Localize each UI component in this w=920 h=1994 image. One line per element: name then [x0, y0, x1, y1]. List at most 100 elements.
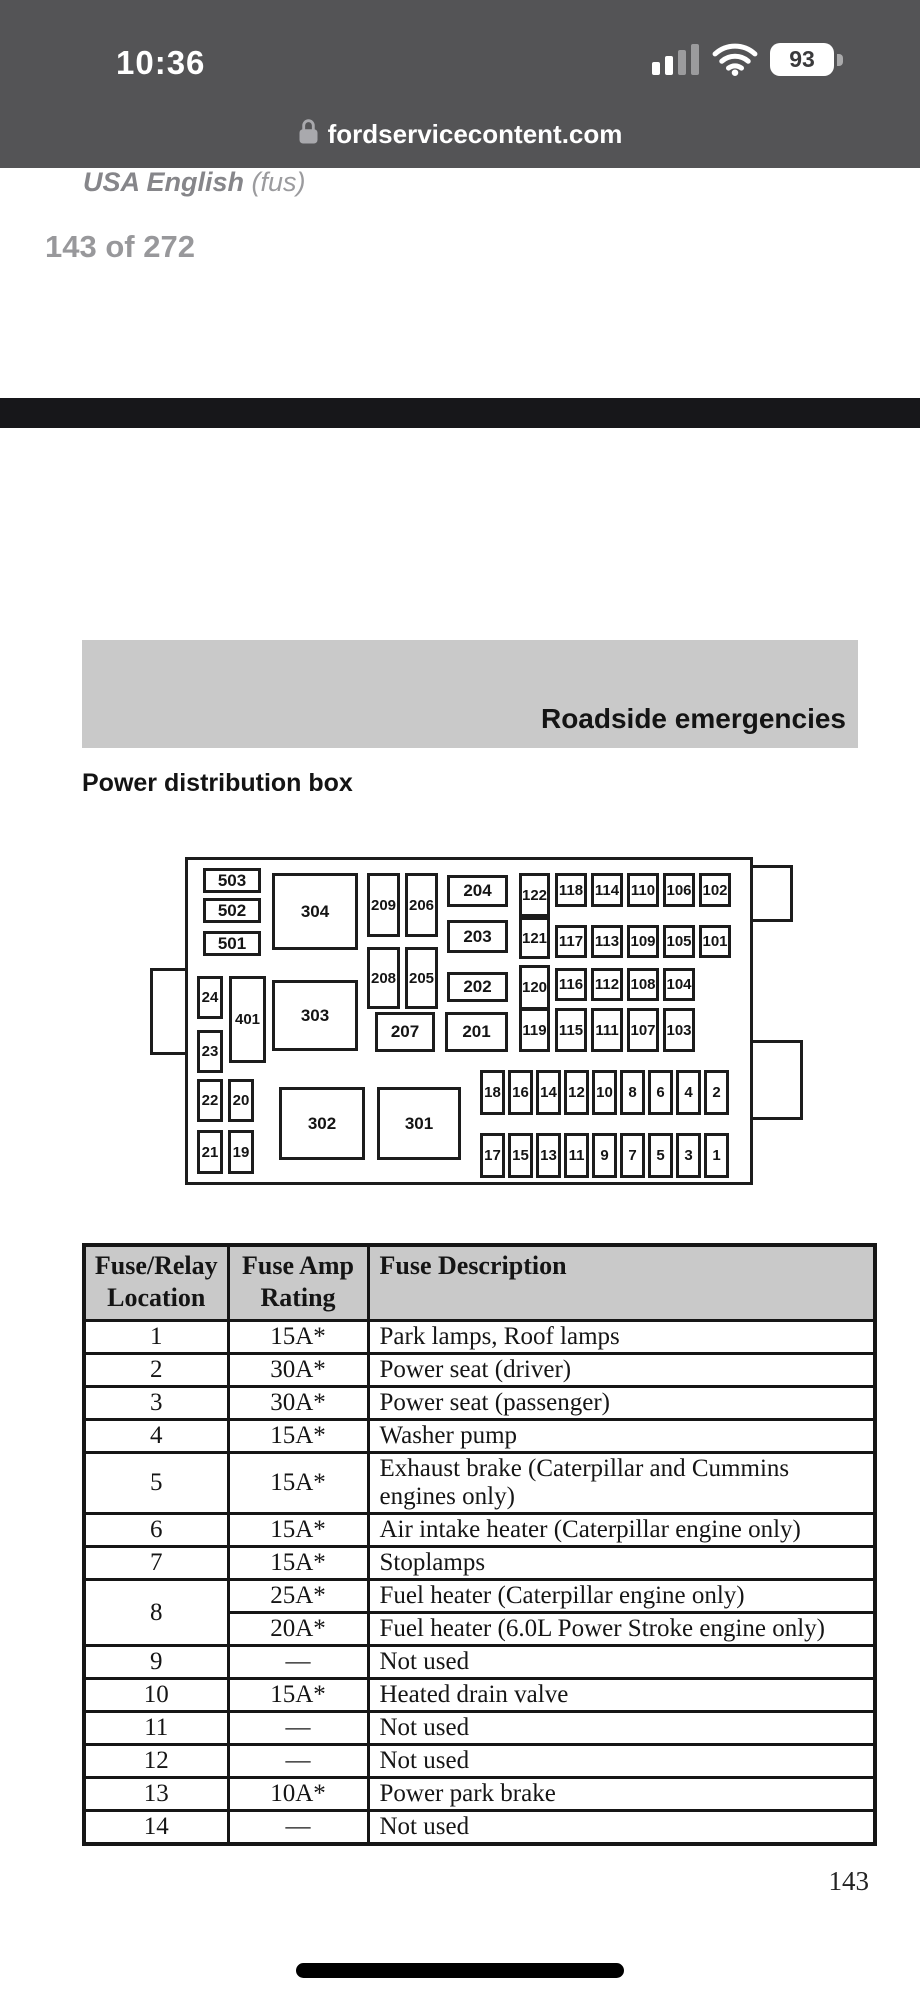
fuse-box-106: 106 [663, 873, 695, 907]
url-domain: fordservicecontent.com [327, 118, 623, 149]
fuse-box-205: 205 [405, 947, 438, 1009]
fuse-diagram-tab-right-top [750, 865, 793, 922]
cell-rating: 30A* [226, 1352, 370, 1389]
fuse-box-8: 8 [620, 1070, 645, 1115]
cell-location: 10 [82, 1677, 230, 1714]
cell-location: 2 [82, 1352, 230, 1389]
fuse-box-104: 104 [663, 968, 695, 1001]
fuse-box-6: 6 [648, 1070, 673, 1115]
cell-description: Power park brake [366, 1776, 877, 1813]
cell-rating: 25A* [226, 1578, 370, 1615]
cell-location: 13 [82, 1776, 230, 1813]
status-time: 10:36 [116, 44, 206, 81]
cell-location: 7 [82, 1545, 230, 1582]
fuse-diagram-tab-right-middle [750, 1040, 803, 1120]
cell-description: Not used [366, 1743, 877, 1780]
cell-rating: 15A* [226, 1677, 370, 1714]
url-bar[interactable]: fordservicecontent.com [0, 114, 920, 154]
page-separator-bar [0, 398, 920, 428]
fuse-box-15: 15 [508, 1133, 533, 1178]
fuse-box-304: 304 [272, 873, 358, 950]
lock-icon [298, 118, 319, 150]
language-label: USA English (fus) [83, 167, 306, 197]
table-row: 9—Not used [82, 1644, 877, 1681]
fuse-box-107: 107 [627, 1008, 659, 1052]
fuse-box-119: 119 [519, 1008, 550, 1052]
fuse-box-101: 101 [699, 925, 731, 958]
fuse-box-202: 202 [447, 972, 508, 1002]
fuse-box-102: 102 [699, 873, 731, 907]
fuse-box-12: 12 [564, 1070, 589, 1115]
fuse-box-208: 208 [367, 947, 400, 1009]
cell-rating: — [226, 1809, 370, 1846]
battery-percent: 93 [789, 46, 815, 72]
fuse-box-14: 14 [536, 1070, 561, 1115]
fuse-box-502: 502 [203, 898, 261, 923]
table-row: 12—Not used [82, 1743, 877, 1780]
cell-rating: 15A* [226, 1451, 370, 1516]
document-page-number: 143 [828, 1866, 870, 1896]
cell-rating: — [226, 1644, 370, 1681]
fuse-box-117: 117 [555, 925, 587, 958]
battery-cap [837, 54, 843, 66]
fuse-box-13: 13 [536, 1133, 561, 1178]
cell-description: Washer pump [366, 1418, 877, 1455]
fuse-box-11: 11 [564, 1133, 589, 1178]
cell-location: 14 [82, 1809, 230, 1846]
fuse-box-23: 23 [197, 1030, 223, 1073]
fuse-box-113: 113 [591, 925, 623, 958]
fuse-box-207: 207 [375, 1012, 435, 1052]
cell-rating: 15A* [226, 1319, 370, 1356]
cell-description: Not used [366, 1644, 877, 1681]
fuse-box-24: 24 [197, 976, 223, 1019]
cell-location: 11 [82, 1710, 230, 1747]
home-indicator[interactable] [296, 1963, 624, 1978]
fuse-box-121: 121 [519, 917, 550, 959]
fuse-box-201: 201 [445, 1012, 508, 1052]
column-header: Fuse/Relay Location [82, 1243, 230, 1323]
fuse-box-109: 109 [627, 925, 659, 958]
fuse-box-204: 204 [447, 875, 508, 907]
cell-description: Air intake heater (Caterpillar engine on… [366, 1512, 877, 1549]
cell-rating: 20A* [226, 1611, 370, 1648]
fuse-box-209: 209 [367, 873, 400, 937]
fuse-box-302: 302 [279, 1087, 365, 1160]
cell-rating: 30A* [226, 1385, 370, 1422]
status-bar: 10:36 93 fordservicecontent.com [0, 0, 920, 168]
fuse-box-301: 301 [377, 1087, 461, 1160]
cell-rating: 15A* [226, 1418, 370, 1455]
cell-location: 4 [82, 1418, 230, 1455]
cell-description: Park lamps, Roof lamps [366, 1319, 877, 1356]
cell-description: Stoplamps [366, 1545, 877, 1582]
fuse-box-401: 401 [229, 976, 266, 1063]
fuse-box-108: 108 [627, 968, 659, 1001]
fuse-box-22: 22 [197, 1079, 223, 1122]
cell-description: Power seat (driver) [366, 1352, 877, 1389]
cell-description: Exhaust brake (Caterpillar and Cummins e… [366, 1451, 877, 1516]
fuse-box-18: 18 [480, 1070, 505, 1115]
cell-description: Fuel heater (6.0L Power Stroke engine on… [366, 1611, 877, 1648]
fuse-box-122: 122 [519, 873, 550, 917]
language-name: USA English [83, 167, 245, 197]
section-banner-title: Roadside emergencies [540, 703, 846, 734]
fuse-box-5: 5 [648, 1133, 673, 1178]
fuse-box-120: 120 [519, 965, 550, 1010]
fuse-box-103: 103 [663, 1008, 695, 1052]
fuse-box-20: 20 [228, 1079, 254, 1122]
fuse-box-116: 116 [555, 968, 587, 1001]
cell-location: 1 [82, 1319, 230, 1356]
fuse-box-9: 9 [592, 1133, 617, 1178]
fuse-box-111: 111 [591, 1008, 623, 1052]
cell-rating: 15A* [226, 1512, 370, 1549]
table-row: 14—Not used [82, 1809, 877, 1846]
cell-rating: 10A* [226, 1776, 370, 1813]
page-title: Power distribution box [82, 769, 353, 797]
